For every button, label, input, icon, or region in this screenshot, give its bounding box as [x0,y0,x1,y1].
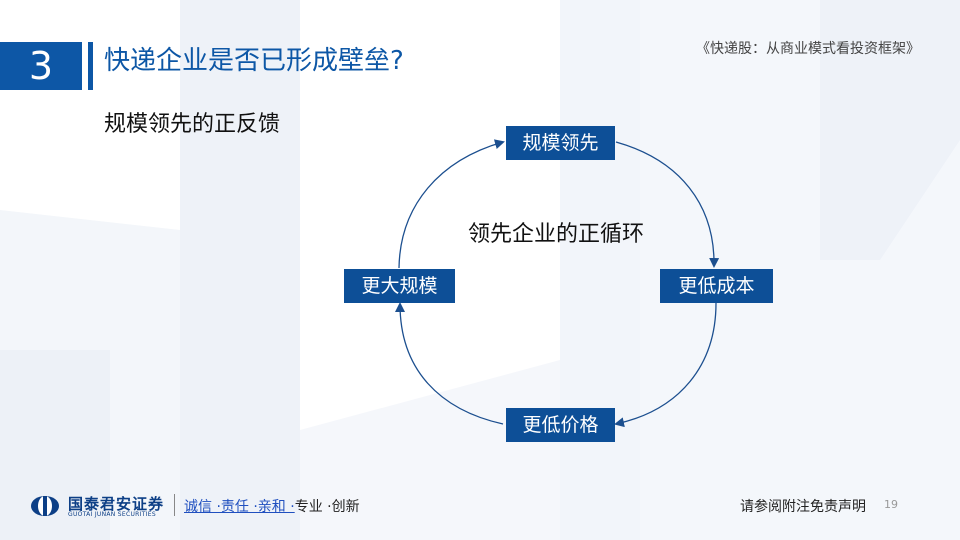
section-number-badge: 3 [0,42,82,90]
cycle-center-label: 领先企业的正循环 [468,222,645,247]
page-number: 19 [884,498,898,511]
arrow-right-to-bottom [614,302,717,428]
node-lower-cost: 更低成本 [660,269,773,303]
company-slogan: 诚信 ·责任 ·亲和 ·专业 ·创新 [184,496,360,516]
node-scale-leading: 规模领先 [506,126,615,160]
logo-text-cn: 国泰君安证券 [68,495,165,513]
node-larger-scale: 更大规模 [344,269,455,303]
logo-emblem-icon [31,496,59,516]
report-reference: 《快递股：从商业模式看投资框架》 [696,41,920,57]
title-accent-bar [88,42,93,90]
slogan-link[interactable]: 诚信 ·责任 ·亲和 · [184,499,295,515]
slide-subtitle: 规模领先的正反馈 [104,112,281,137]
disclaimer-note: 请参阅附注免责声明 [740,499,866,515]
slide-title: 快递企业是否已形成壁垒? [104,46,404,76]
logo-text-en: GUOTAI JUNAN SECURITIES [68,511,156,518]
footer-divider [174,494,175,516]
arrow-bottom-to-left [395,302,504,425]
node-lower-price: 更低价格 [506,408,615,442]
arrow-left-to-top [398,139,505,269]
arrow-top-to-right [615,141,720,268]
company-logo: 国泰君安证券 GUOTAI JUNAN SECURITIES [30,493,180,519]
slogan-plain: 专业 ·创新 [294,499,360,515]
